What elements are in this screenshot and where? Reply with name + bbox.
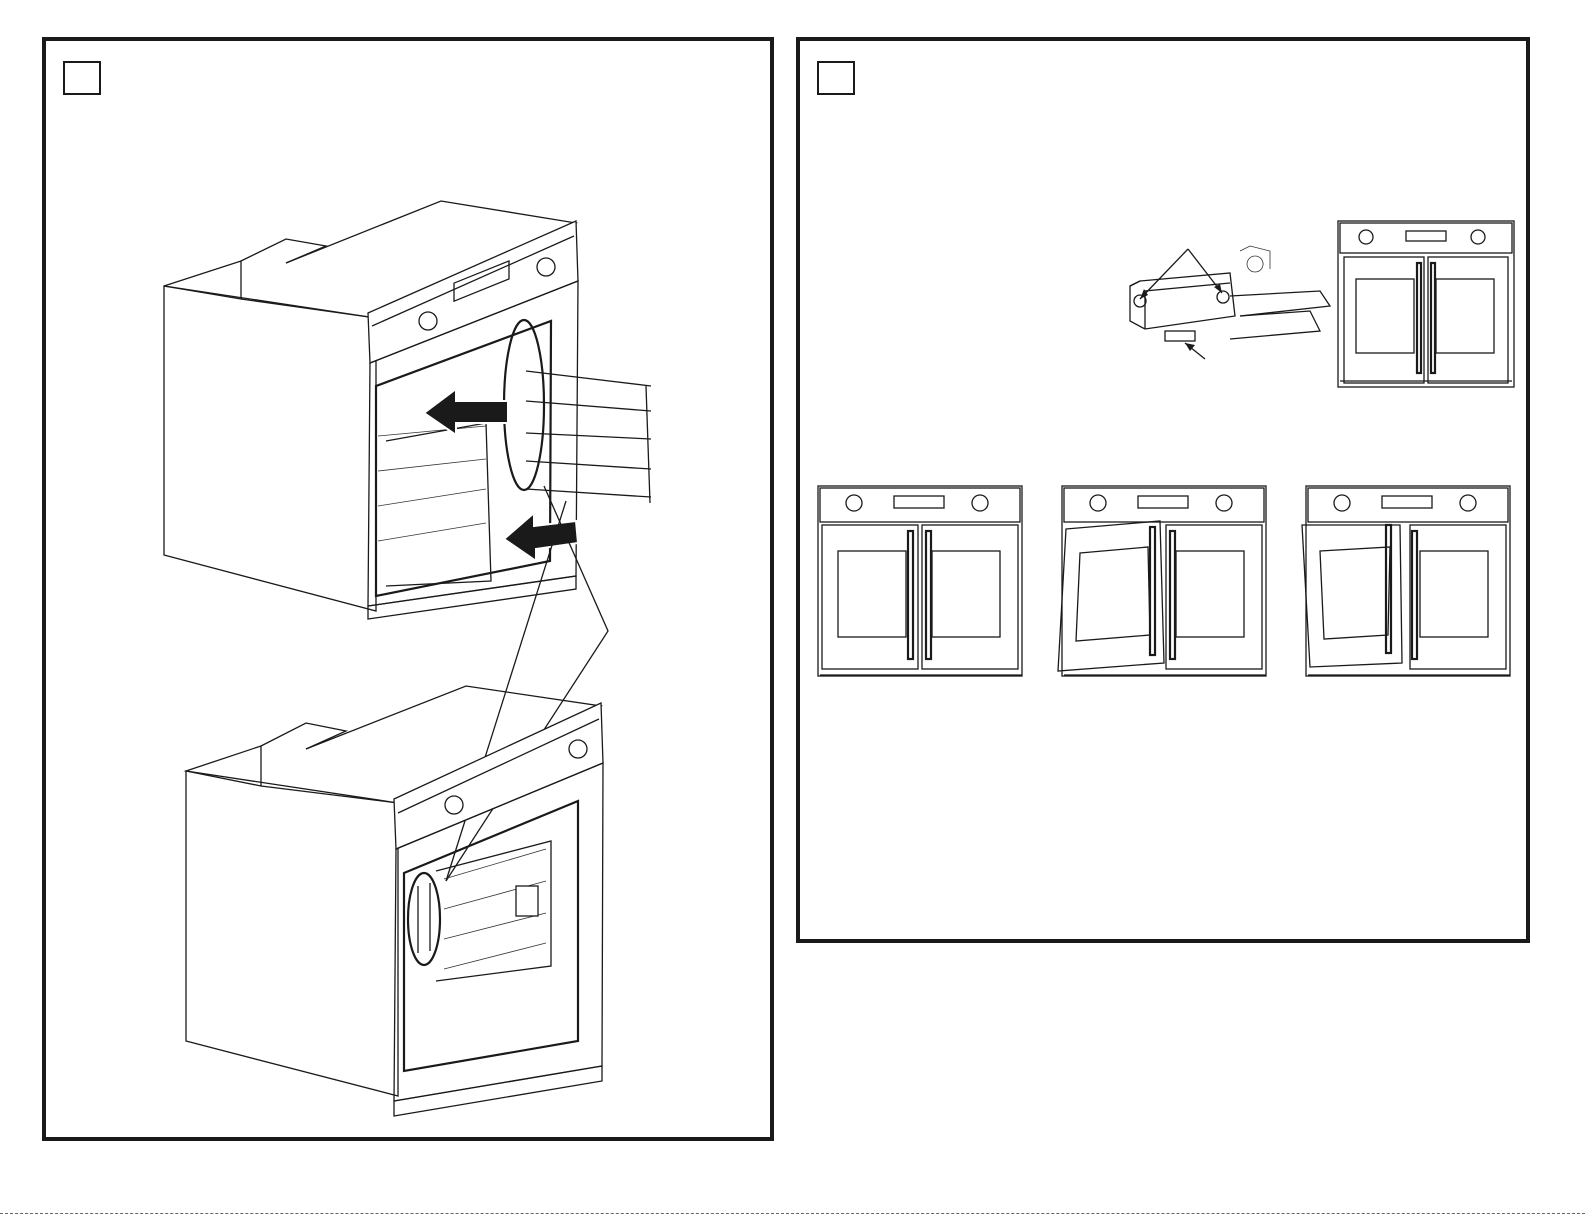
french-door-oven-small: [1338, 221, 1514, 387]
dial-knob-icon: [1359, 230, 1373, 244]
french-door-oven-aligned: [818, 486, 1022, 676]
hinge-detail-illustration: [1130, 246, 1330, 359]
highlight-ellipse: [408, 873, 440, 965]
pointer-line-icon: [446, 501, 566, 881]
french-door-oven-left-sagging: [1058, 486, 1266, 676]
dial-knob-icon: [1216, 495, 1232, 511]
lower-oven-illustration: [186, 686, 603, 1116]
dial-knob-icon: [1460, 495, 1476, 511]
highlight-ellipse: [504, 320, 544, 490]
instruction-panel-door-alignment: [796, 37, 1530, 943]
upper-oven-illustration: [164, 201, 651, 619]
dial-knob-icon: [445, 796, 463, 814]
pointer-line-icon: [1140, 249, 1188, 299]
french-door-oven-right-sagging: [1302, 486, 1510, 676]
dial-knob-icon: [972, 495, 988, 511]
oven-rack-diagram: [46, 41, 770, 1137]
dial-knob-icon: [537, 258, 555, 276]
rack-stop-block: [516, 886, 538, 916]
dial-knob-icon: [569, 740, 587, 758]
door-alignment-diagram: [800, 41, 1526, 939]
dial-knob-icon: [419, 312, 437, 330]
page-footer-rule: [0, 1213, 1585, 1214]
dial-knob-icon: [846, 495, 862, 511]
instruction-panel-rack-removal: [42, 37, 774, 1141]
dial-knob-icon: [1334, 495, 1350, 511]
dial-knob-icon: [1471, 230, 1485, 244]
dial-knob-icon: [1090, 495, 1106, 511]
